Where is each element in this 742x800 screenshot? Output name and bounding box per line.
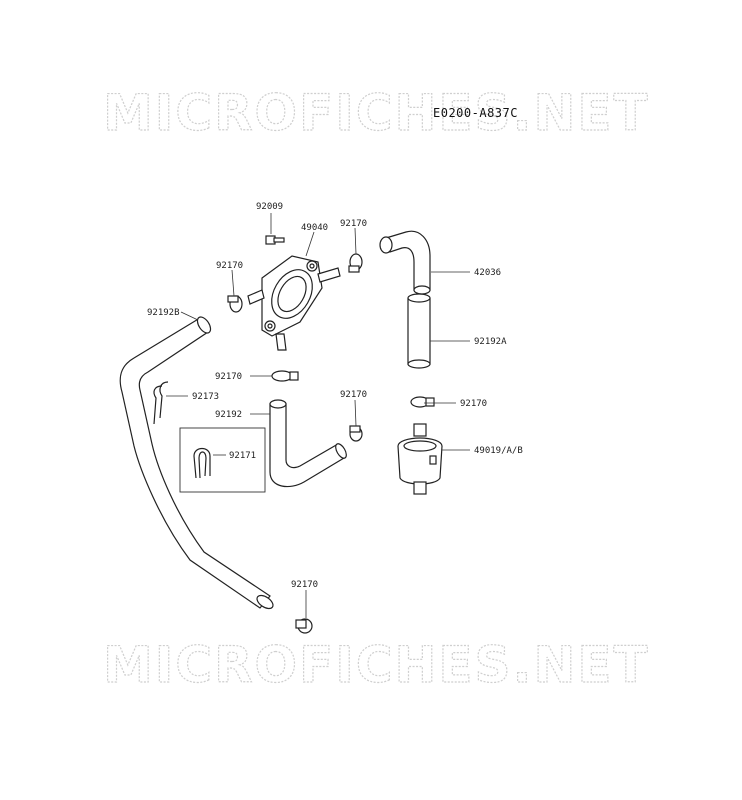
clamp-92170-c	[410, 396, 435, 408]
label-92173[interactable]: 92173	[192, 392, 219, 402]
watermark-top: MICROFICHES.NET	[103, 84, 650, 142]
label-92170-b[interactable]: 92170	[216, 261, 243, 271]
label-92170-a[interactable]: 92170	[340, 219, 367, 229]
label-92170-f[interactable]: 92170	[291, 580, 318, 590]
clamp-92170-a	[348, 253, 363, 273]
hose-92192	[269, 399, 347, 488]
diagram-code: E0200-A837C	[433, 106, 518, 120]
label-92170-d[interactable]: 92170	[340, 390, 367, 400]
fuel-pump-49040	[247, 255, 341, 351]
clip-92171-box	[179, 427, 266, 493]
clamp-92170-f	[295, 618, 313, 634]
hose-92192B	[119, 316, 274, 610]
label-92170-e[interactable]: 92170	[460, 399, 487, 409]
leader-lines	[166, 213, 470, 618]
watermark-bottom: MICROFICHES.NET	[103, 636, 650, 694]
clamp-92170-d	[271, 370, 299, 382]
hose-42036	[379, 230, 431, 295]
hose-92192A	[407, 293, 431, 369]
clip-92173	[153, 381, 169, 425]
label-92192[interactable]: 92192	[215, 410, 242, 420]
label-49040[interactable]: 49040	[301, 223, 328, 233]
label-92192A[interactable]: 92192A	[474, 337, 507, 347]
label-92171[interactable]: 92171	[229, 451, 256, 461]
label-49019[interactable]: 49019/A/B	[474, 446, 523, 456]
label-92009[interactable]: 92009	[256, 202, 283, 212]
clamp-92170-b	[227, 295, 243, 313]
fuel-filter-49019	[397, 423, 443, 495]
label-92192B[interactable]: 92192B	[147, 308, 180, 318]
clamp-92170-e	[349, 425, 363, 442]
label-42036[interactable]: 42036	[474, 268, 501, 278]
bolt-92009	[265, 235, 285, 245]
label-92170-c[interactable]: 92170	[215, 372, 242, 382]
